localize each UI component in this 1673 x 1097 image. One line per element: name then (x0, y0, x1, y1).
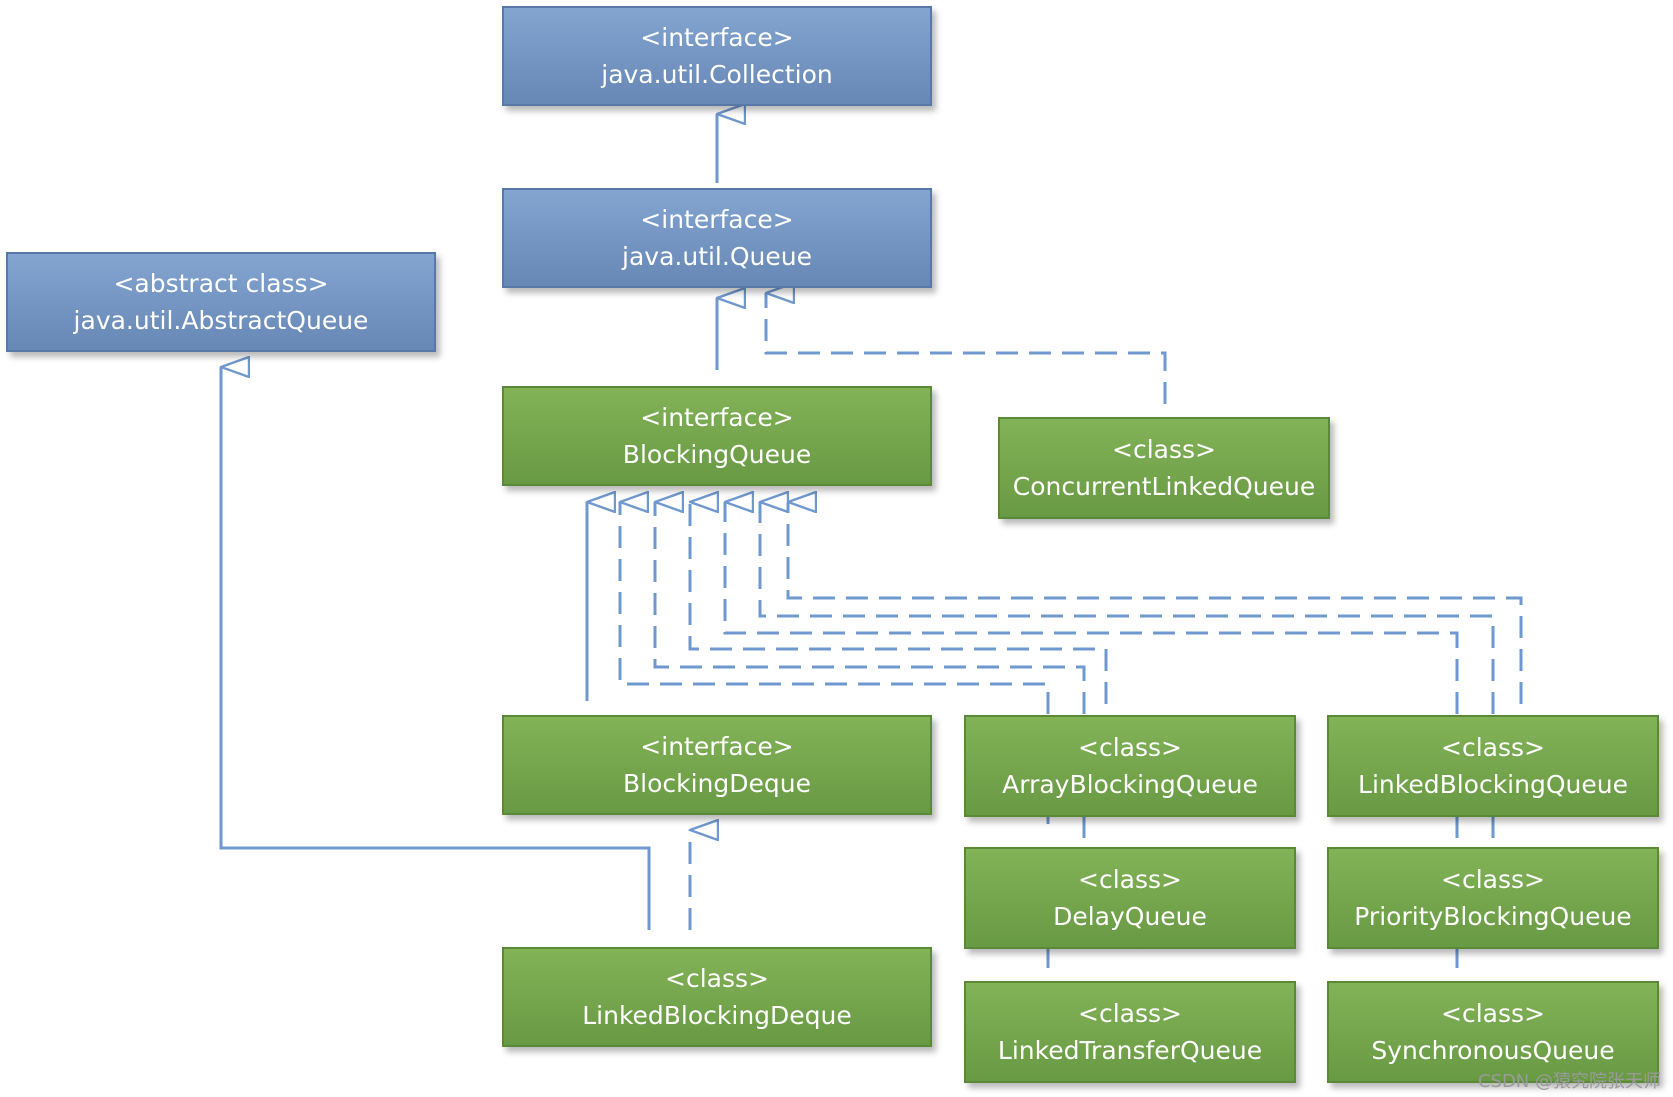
node-array-blocking-queue-name: ArrayBlockingQueue (1002, 770, 1258, 799)
edge-delayqueue-route (653, 502, 1086, 714)
node-priority-blocking-queue-stereotype: <class> (1441, 865, 1545, 894)
node-concurrent-linked-queue-name: ConcurrentLinkedQueue (1012, 472, 1316, 501)
node-blocking-deque-stereotype: <interface> (640, 732, 794, 761)
node-linked-transfer-queue-stereotype: <class> (1078, 999, 1182, 1028)
node-linked-blocking-deque-name: LinkedBlockingDeque (582, 1001, 852, 1030)
node-linked-blocking-queue-name: LinkedBlockingQueue (1358, 770, 1628, 799)
watermark: CSDN @猿究院张天师 (1477, 1071, 1661, 1092)
node-queue-stereotype: <interface> (640, 205, 794, 234)
node-abstract-queue-name: java.util.AbstractQueue (73, 306, 369, 335)
node-priority-blocking-queue[interactable]: <class> PriorityBlockingQueue (1327, 847, 1659, 949)
node-abstract-queue[interactable]: <abstract class> java.util.AbstractQueue (6, 252, 436, 352)
edge-linkedblockingdeque-extends-abstractqueue (219, 367, 651, 930)
node-linked-blocking-deque-stereotype: <class> (665, 964, 769, 993)
edge-concurrentlinkedqueue-implements-queue (764, 293, 1167, 404)
node-queue[interactable]: <interface> java.util.Queue (502, 188, 932, 288)
node-linked-blocking-queue-stereotype: <class> (1441, 733, 1545, 762)
node-collection-stereotype: <interface> (640, 23, 794, 52)
node-blocking-queue-stereotype: <interface> (640, 403, 794, 432)
node-delay-queue[interactable]: <class> DelayQueue (964, 847, 1296, 949)
node-queue-name: java.util.Queue (622, 242, 812, 271)
node-blocking-queue[interactable]: <interface> BlockingQueue (502, 386, 932, 486)
node-array-blocking-queue[interactable]: <class> ArrayBlockingQueue (964, 715, 1296, 817)
node-synchronous-queue[interactable]: <class> SynchronousQueue (1327, 981, 1659, 1083)
node-blocking-queue-name: BlockingQueue (622, 440, 812, 469)
node-synchronous-queue-name: SynchronousQueue (1371, 1036, 1615, 1065)
node-delay-queue-name: DelayQueue (1053, 902, 1207, 931)
node-delay-queue-stereotype: <class> (1078, 865, 1182, 894)
node-collection-name: java.util.Collection (601, 60, 833, 89)
node-blocking-deque-name: BlockingDeque (622, 769, 811, 798)
node-concurrent-linked-queue[interactable]: <class> ConcurrentLinkedQueue (998, 417, 1330, 519)
node-priority-blocking-queue-name: PriorityBlockingQueue (1354, 902, 1632, 931)
node-synchronous-queue-stereotype: <class> (1441, 999, 1545, 1028)
node-linked-transfer-queue-name: LinkedTransferQueue (997, 1036, 1263, 1065)
node-linked-blocking-deque[interactable]: <class> LinkedBlockingDeque (502, 947, 932, 1047)
node-collection[interactable]: <interface> java.util.Collection (502, 6, 932, 106)
edge-linkedblockingqueue-implements-blockingqueue (786, 502, 1523, 704)
node-linked-blocking-queue[interactable]: <class> LinkedBlockingQueue (1327, 715, 1659, 817)
node-concurrent-linked-queue-stereotype: <class> (1112, 435, 1216, 464)
edge-linkedtransferqueue-implements-blockingqueue (688, 502, 1108, 704)
edge-arrayblockingqueue-implements-blockingqueue (618, 502, 1050, 714)
node-array-blocking-queue-stereotype: <class> (1078, 733, 1182, 762)
node-linked-transfer-queue[interactable]: <class> LinkedTransferQueue (964, 981, 1296, 1083)
node-abstract-queue-stereotype: <abstract class> (113, 269, 329, 298)
node-blocking-deque[interactable]: <interface> BlockingDeque (502, 715, 932, 815)
